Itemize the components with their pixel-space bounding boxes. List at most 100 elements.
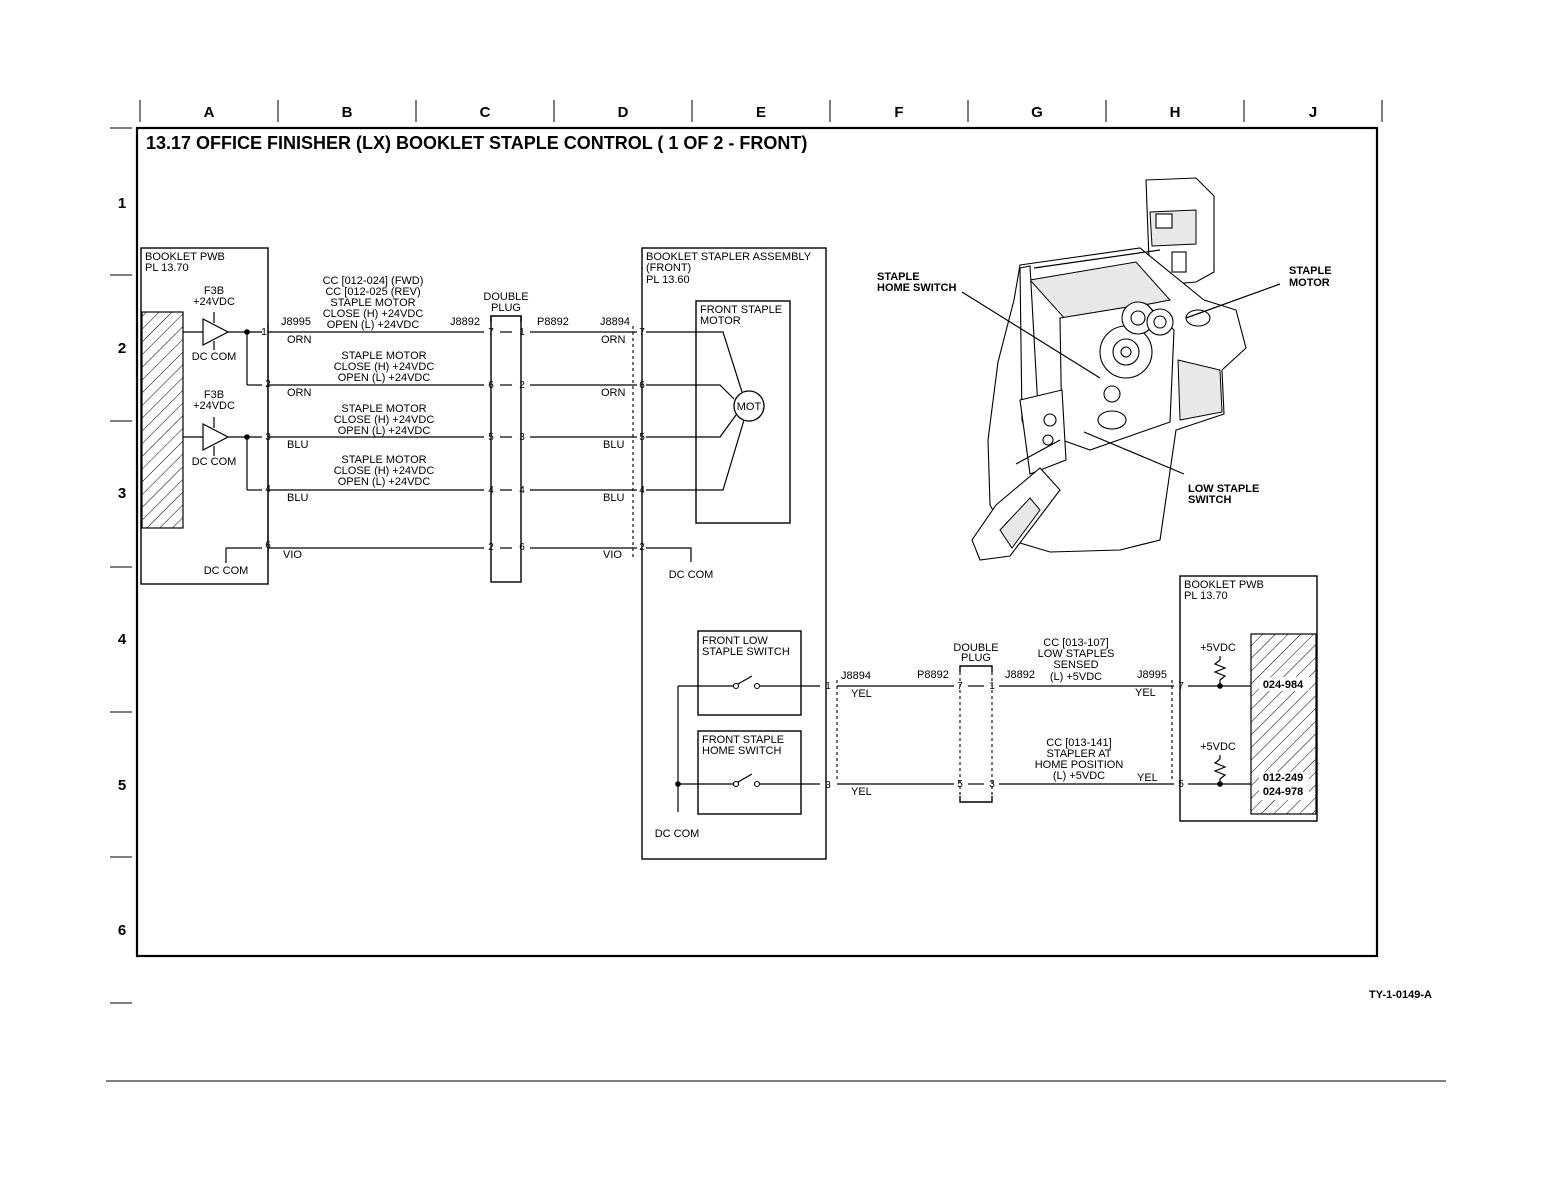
svg-text:1: 1 xyxy=(989,681,995,692)
svg-text:CLOSE (H) +24VDC: CLOSE (H) +24VDC xyxy=(334,361,435,373)
callout-staple-home-switch-2: HOME SWITCH xyxy=(877,282,956,294)
svg-text:FRONT LOW: FRONT LOW xyxy=(702,635,768,647)
svg-text:J8995: J8995 xyxy=(281,316,311,328)
motor-symbol: MOT xyxy=(737,401,762,413)
svg-text:+24VDC: +24VDC xyxy=(193,296,235,308)
column-label-j: J xyxy=(1309,104,1317,121)
svg-text:HOME SWITCH: HOME SWITCH xyxy=(702,745,781,757)
svg-text:(L) +5VDC: (L) +5VDC xyxy=(1053,770,1105,782)
svg-text:3: 3 xyxy=(519,432,525,443)
svg-text:ORN: ORN xyxy=(287,334,312,346)
svg-text:1: 1 xyxy=(825,681,831,692)
svg-text:DC COM: DC COM xyxy=(204,565,249,577)
callout-low-staple-switch: LOW STAPLE xyxy=(1188,483,1259,495)
svg-text:+5VDC: +5VDC xyxy=(1200,741,1236,753)
svg-text:BOOKLET PWB: BOOKLET PWB xyxy=(145,251,225,263)
svg-text:PL 13.70: PL 13.70 xyxy=(145,262,189,274)
svg-text:J8894: J8894 xyxy=(600,316,630,328)
svg-text:FRONT STAPLE: FRONT STAPLE xyxy=(700,304,782,316)
svg-text:J8892: J8892 xyxy=(450,316,480,328)
column-header: A B C D E F G H J xyxy=(139,100,1383,122)
booklet-stapler-assembly: BOOKLET STAPLER ASSEMBLY (FRONT) PL 13.6… xyxy=(641,247,827,860)
double-plug-upper: DOUBLE PLUG J8892 P8892 7 1 6 2 5 3 4 4 … xyxy=(450,291,569,583)
svg-text:CC [012-025 (REV): CC [012-025 (REV) xyxy=(325,286,420,298)
svg-text:OPEN (L) +24VDC: OPEN (L) +24VDC xyxy=(338,372,431,384)
column-label-h: H xyxy=(1170,104,1181,121)
drawing-id: TY-1-0149-A xyxy=(1369,989,1432,1001)
row-header: 1 2 3 4 5 6 xyxy=(110,127,132,1004)
svg-text:1: 1 xyxy=(261,327,267,338)
svg-text:F3B: F3B xyxy=(204,389,224,401)
svg-text:1: 1 xyxy=(519,327,525,338)
svg-text:4: 4 xyxy=(519,485,525,496)
svg-text:4: 4 xyxy=(488,485,494,496)
sensor-harness: P8892 J8892 DOUBLE PLUG 7 1 5 3 CC [013-… xyxy=(837,637,1184,803)
svg-text:+5VDC: +5VDC xyxy=(1200,642,1236,654)
svg-text:(L) +5VDC: (L) +5VDC xyxy=(1050,671,1102,683)
svg-text:VIO: VIO xyxy=(283,549,302,561)
svg-text:STAPLE MOTOR: STAPLE MOTOR xyxy=(341,403,426,415)
code-024-978: 024-978 xyxy=(1263,786,1303,798)
svg-text:YEL: YEL xyxy=(1137,772,1158,784)
svg-text:DC COM: DC COM xyxy=(669,569,714,581)
svg-text:5: 5 xyxy=(488,432,494,443)
svg-text:DOUBLE: DOUBLE xyxy=(953,642,998,654)
svg-text:7: 7 xyxy=(488,327,494,338)
svg-text:OPEN (L) +24VDC: OPEN (L) +24VDC xyxy=(338,476,431,488)
svg-text:STAPLE MOTOR: STAPLE MOTOR xyxy=(341,454,426,466)
column-label-b: B xyxy=(342,104,353,121)
svg-text:+24VDC: +24VDC xyxy=(193,400,235,412)
svg-text:6: 6 xyxy=(519,542,525,553)
row-label-5: 5 xyxy=(118,777,126,794)
column-label-a: A xyxy=(204,104,215,121)
column-label-d: D xyxy=(618,104,629,121)
svg-text:FRONT STAPLE: FRONT STAPLE xyxy=(702,734,784,746)
callout-staple-motor: STAPLE xyxy=(1289,265,1332,277)
svg-text:5: 5 xyxy=(1178,779,1184,790)
svg-text:PL 13.70: PL 13.70 xyxy=(1184,590,1228,602)
booklet-pwb-right: BOOKLET PWB PL 13.70 +5VDC +5VDC 024-984… xyxy=(1179,575,1318,822)
svg-text:ORN: ORN xyxy=(287,387,312,399)
svg-text:CLOSE (H) +24VDC: CLOSE (H) +24VDC xyxy=(334,465,435,477)
row-label-1: 1 xyxy=(118,195,126,212)
svg-text:STAPLE MOTOR: STAPLE MOTOR xyxy=(330,297,415,309)
svg-text:BLU: BLU xyxy=(603,439,624,451)
svg-text:PLUG: PLUG xyxy=(961,652,991,664)
row-label-4: 4 xyxy=(118,631,127,648)
svg-text:ORN: ORN xyxy=(601,334,626,346)
callout-staple-home-switch: STAPLE xyxy=(877,271,920,283)
svg-text:VIO: VIO xyxy=(603,549,622,561)
svg-text:HOME POSITION: HOME POSITION xyxy=(1035,759,1124,771)
svg-text:6: 6 xyxy=(265,540,271,551)
svg-text:3: 3 xyxy=(989,779,995,790)
svg-text:STAPLE MOTOR: STAPLE MOTOR xyxy=(341,350,426,362)
svg-text:BLU: BLU xyxy=(287,439,308,451)
svg-text:F3B: F3B xyxy=(204,285,224,297)
column-label-e: E xyxy=(756,104,766,121)
code-012-249: 012-249 xyxy=(1263,772,1303,784)
svg-text:CC [013-141]: CC [013-141] xyxy=(1046,737,1111,749)
svg-text:DC COM: DC COM xyxy=(655,828,700,840)
row-label-3: 3 xyxy=(118,485,126,502)
svg-text:BOOKLET PWB: BOOKLET PWB xyxy=(1184,579,1264,591)
svg-text:BLU: BLU xyxy=(603,492,624,504)
callout-low-staple-switch-2: SWITCH xyxy=(1188,494,1231,506)
code-024-984: 024-984 xyxy=(1263,679,1304,691)
svg-text:2: 2 xyxy=(519,380,525,391)
row-label-6: 6 xyxy=(118,922,126,939)
motor-harness: ORN ORN BLU BLU VIO ORN ORN BLU BLU VIO … xyxy=(268,275,637,561)
svg-text:DOUBLE: DOUBLE xyxy=(483,291,528,303)
svg-text:OPEN (L) +24VDC: OPEN (L) +24VDC xyxy=(327,319,420,331)
callout-staple-motor-2: MOTOR xyxy=(1289,277,1330,289)
svg-text:STAPLER AT: STAPLER AT xyxy=(1046,748,1111,760)
svg-text:CC [012-024] (FWD): CC [012-024] (FWD) xyxy=(323,275,424,287)
svg-text:YEL: YEL xyxy=(1135,687,1156,699)
svg-text:J8892: J8892 xyxy=(1005,669,1035,681)
svg-text:CC [013-107]: CC [013-107] xyxy=(1043,637,1108,649)
svg-text:YEL: YEL xyxy=(851,688,872,700)
svg-text:SENSED: SENSED xyxy=(1053,659,1098,671)
svg-text:P8892: P8892 xyxy=(917,669,949,681)
svg-text:DC COM: DC COM xyxy=(192,351,237,363)
svg-text:CLOSE (H) +24VDC: CLOSE (H) +24VDC xyxy=(323,308,424,320)
